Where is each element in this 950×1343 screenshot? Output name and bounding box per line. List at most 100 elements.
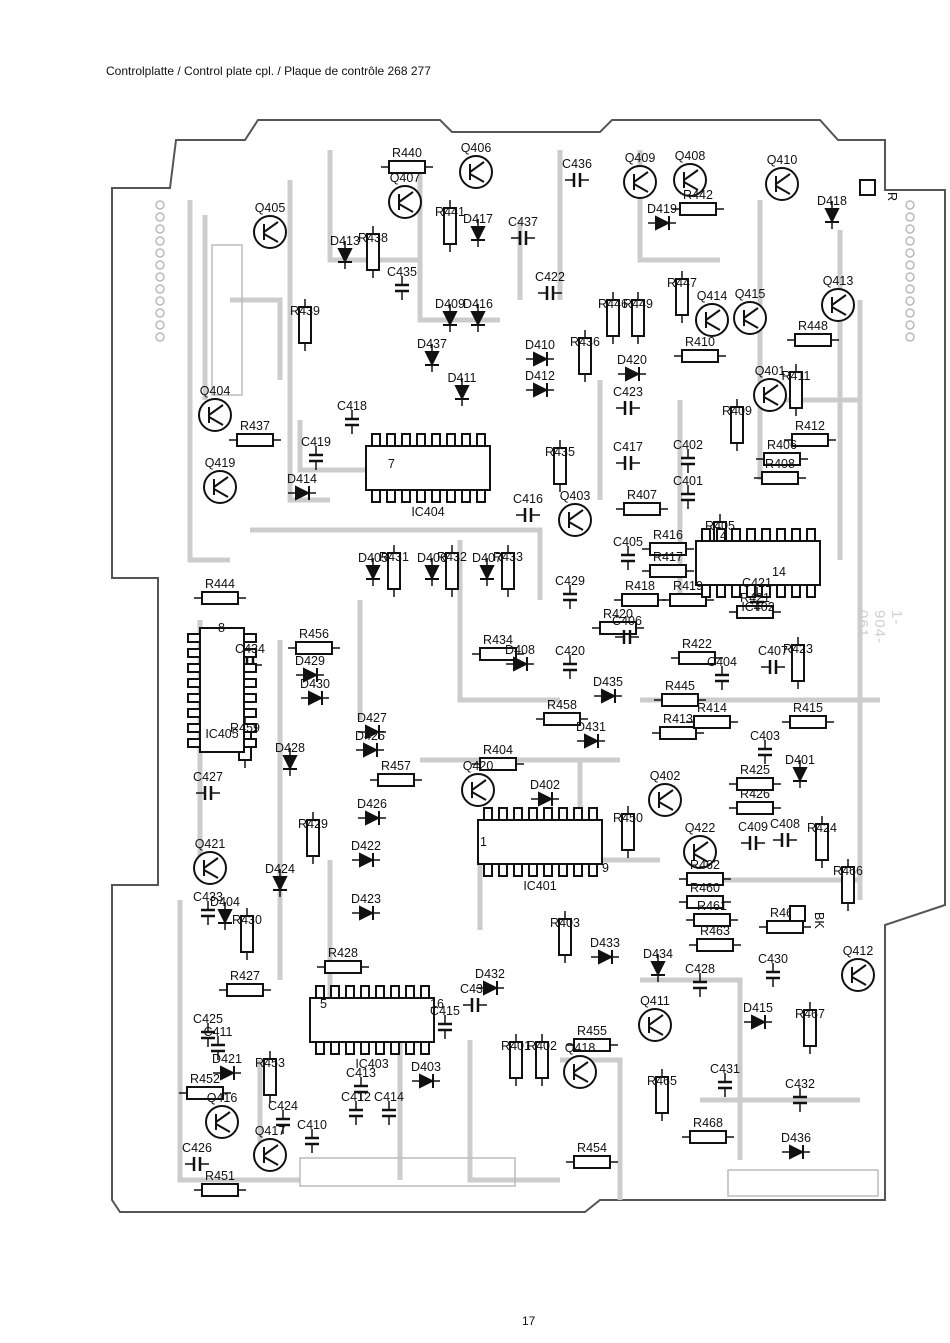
r458-resistor [536, 712, 588, 726]
ic401-ic [477, 807, 603, 877]
r428-resistor [317, 960, 369, 974]
d430-label: D430 [300, 677, 330, 691]
ic404-ic [365, 433, 491, 503]
d433-diode [591, 949, 619, 965]
q421-label: Q421 [195, 837, 226, 851]
q407-label: Q407 [390, 171, 421, 185]
d410-label: D410 [525, 338, 555, 352]
q408-label: Q408 [675, 149, 706, 163]
r417-resistor [642, 564, 694, 578]
d412-label: D412 [525, 369, 555, 383]
d404-diode [217, 902, 233, 930]
r438-resistor [366, 226, 380, 278]
r416-resistor [642, 542, 694, 556]
d409-label: D409 [435, 297, 465, 311]
c402-label: C402 [673, 438, 703, 452]
r438-label: R438 [358, 231, 388, 245]
c433-capacitor [201, 901, 215, 925]
ic-pin-number: 4 [720, 529, 727, 543]
q418-transistor [563, 1055, 597, 1089]
c409-capacitor [741, 836, 765, 850]
c409-label: C409 [738, 820, 768, 834]
r445-label: R445 [665, 679, 695, 693]
d435-label: D435 [593, 675, 623, 689]
d421-label: D421 [212, 1052, 242, 1066]
r408-resistor [754, 471, 806, 485]
c437-capacitor [511, 231, 535, 245]
ic-pin-number: 14 [772, 565, 786, 579]
r442-resistor [672, 202, 724, 216]
q410-label: Q410 [767, 153, 798, 167]
d417-label: D417 [463, 212, 493, 226]
c402-capacitor [681, 449, 695, 473]
d411-label: D411 [448, 371, 477, 385]
d420-label: D420 [617, 353, 647, 367]
r439-label: R439 [290, 304, 320, 318]
ic-pin-number: 8 [218, 621, 225, 635]
r414-label: R414 [697, 701, 727, 715]
c422-capacitor [538, 286, 562, 300]
r447-resistor [675, 271, 689, 323]
r425-label: R425 [740, 763, 770, 777]
d436-diode [782, 1144, 810, 1160]
d402-diode [531, 791, 559, 807]
r459-label: R459 [230, 721, 260, 735]
r415-resistor [782, 715, 834, 729]
d407-label: D407 [472, 551, 502, 565]
r468-label: R468 [693, 1116, 723, 1130]
r444-resistor [194, 591, 246, 605]
d432-diode [476, 980, 504, 996]
c438-capacitor [463, 998, 487, 1012]
r403-label: R403 [550, 916, 580, 930]
q401-transistor [753, 378, 787, 412]
ic403-label: IC403 [355, 1057, 388, 1071]
r437-label: R437 [240, 419, 270, 433]
q419-transistor [203, 470, 237, 504]
c420-capacitor [563, 655, 577, 679]
d401-diode [792, 760, 808, 788]
connector-r: R [859, 179, 899, 201]
q410-transistor [765, 167, 799, 201]
r450-label: R450 [613, 811, 643, 825]
r407-label: R407 [627, 488, 657, 502]
r410-resistor [674, 349, 726, 363]
q402-transistor [648, 783, 682, 817]
board-outline [111, 119, 946, 1213]
d414-label: D414 [287, 472, 317, 486]
d407-diode [479, 558, 495, 586]
c427-capacitor [196, 786, 220, 800]
c415-label: C415 [430, 1004, 460, 1018]
d416-diode [470, 304, 486, 332]
r404-label: R404 [483, 743, 513, 757]
q403-transistor [558, 503, 592, 537]
r426-label: R426 [740, 787, 770, 801]
r420-resistor [592, 621, 644, 635]
d419-diode [648, 215, 676, 231]
c423-capacitor [616, 401, 640, 415]
c432-label: C432 [785, 1077, 815, 1091]
c423-label: C423 [613, 385, 643, 399]
c412-capacitor [349, 1101, 363, 1125]
ic-pin-number: 9 [602, 861, 609, 875]
r452-resistor [179, 1086, 231, 1100]
q414-transistor [695, 303, 729, 337]
r457-label: R457 [381, 759, 411, 773]
r423-label: R423 [783, 642, 813, 656]
d410-diode [526, 351, 554, 367]
r458-label: R458 [547, 698, 577, 712]
r450-resistor [621, 806, 635, 858]
r446-label: R446 [598, 297, 628, 311]
r436-label: R436 [570, 335, 600, 349]
r422-resistor [671, 651, 723, 665]
ic402-ic [695, 528, 821, 598]
q406-label: Q406 [461, 141, 492, 155]
r433-label: R433 [493, 550, 523, 564]
q416-label: Q416 [207, 1091, 238, 1105]
r451-resistor [194, 1183, 246, 1197]
d406-diode [424, 558, 440, 586]
d428-diode [282, 748, 298, 776]
r422-label: R422 [682, 637, 712, 651]
r419-label: R419 [673, 579, 703, 593]
c416-capacitor [516, 508, 540, 522]
r462-resistor [679, 872, 731, 886]
